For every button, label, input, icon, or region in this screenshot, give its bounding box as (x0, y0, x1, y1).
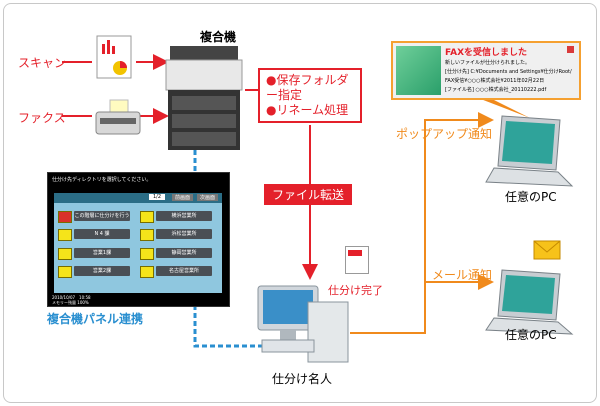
mfp-panel-screen: 仕分け先ディレクトリを選択してください。 1/2 前画面 次画面 この階層に仕分… (47, 172, 230, 307)
frame (3, 3, 597, 403)
popup-line: 新しいファイルが仕分けられました。 (445, 60, 531, 66)
folder-icon (58, 248, 72, 260)
panel-memory: メモリー残量 100% (52, 300, 89, 305)
popup-line: FAX受信¥○○○株式会社¥2011年02月22日 (445, 78, 545, 84)
folder-icon (140, 229, 154, 241)
folder-icon (58, 266, 72, 278)
mail-notify-label: メール通知 (432, 268, 493, 282)
folder-button[interactable]: 静岡営業所 (156, 248, 212, 258)
prev-button[interactable]: 前画面 (172, 194, 194, 201)
page-indicator: 1/2 (149, 194, 166, 200)
envelope-icon (533, 240, 561, 260)
sorted-document-icon (345, 246, 369, 274)
panel-body: 1/2 前画面 次画面 この階層に仕分けを行う 横浜営業所 N 4 課 浜松営業… (54, 193, 222, 293)
notify-lines (350, 119, 488, 334)
panel-caption: 複合機パネル連携 (47, 312, 144, 326)
folder-button[interactable]: N 4 課 (74, 229, 130, 239)
process-box: ●保存フォルダー指定 ●リネーム処理 (258, 68, 362, 123)
sorter-label: 仕分け名人 (272, 372, 333, 386)
process-item: ●リネーム処理 (266, 103, 349, 117)
folder-button[interactable]: 営業1課 (74, 248, 130, 258)
sort-complete-label: 仕分け完了 (328, 282, 383, 298)
mfp-machine-icon (165, 46, 243, 150)
folder-icon (140, 248, 154, 260)
document-icon (96, 35, 132, 79)
panel-header: 仕分け先ディレクトリを選択してください。 (52, 177, 152, 183)
popup-line: [仕分け先] C:¥Documents and Settings¥仕分けRoot… (445, 69, 572, 75)
fax-popup: FAXを受信しました 新しいファイルが仕分けられました。 [仕分け先] C:¥D… (391, 41, 581, 100)
mfp-title: 複合機 (200, 30, 237, 44)
folder-icon (58, 229, 72, 241)
process-item: ●保存フォルダー指定 (266, 73, 349, 102)
popup-notify-label: ポップアップ通知 (396, 127, 493, 141)
server-pc-icon (257, 285, 349, 363)
scan-label: スキャン (18, 56, 67, 70)
panel-date: 2010/10/07 10:58 (52, 295, 91, 300)
folder-button[interactable]: 横浜営業所 (156, 211, 212, 221)
folder-button[interactable]: この階層に仕分けを行う (74, 211, 130, 221)
pc-label: 任意のPC (505, 190, 557, 204)
fax-label: ファクス (18, 111, 66, 125)
folder-button[interactable]: 名古屋営業所 (156, 266, 212, 276)
laptop-icon-mail (485, 269, 574, 335)
laptop-icon-popup (485, 115, 574, 187)
folder-icon (140, 266, 154, 278)
panel-link-dashed (193, 150, 270, 348)
fax-machine-icon (95, 99, 141, 135)
folder-button[interactable]: 営業2課 (74, 266, 130, 276)
pc-label: 任意のPC (505, 328, 557, 342)
popup-line: [ファイル名] ○○○株式会社_20110222.pdf (445, 87, 547, 93)
fax-app-icon (396, 46, 441, 95)
folder-icon (58, 211, 72, 223)
popup-pointer (478, 98, 530, 118)
next-button[interactable]: 次画面 (197, 194, 219, 201)
popup-title: FAXを受信しました (445, 48, 528, 58)
folder-button[interactable]: 浜松営業所 (156, 229, 212, 239)
transfer-label: ファイル転送 (264, 184, 353, 205)
popup-close-icon[interactable] (567, 46, 574, 53)
folder-icon (140, 211, 154, 223)
